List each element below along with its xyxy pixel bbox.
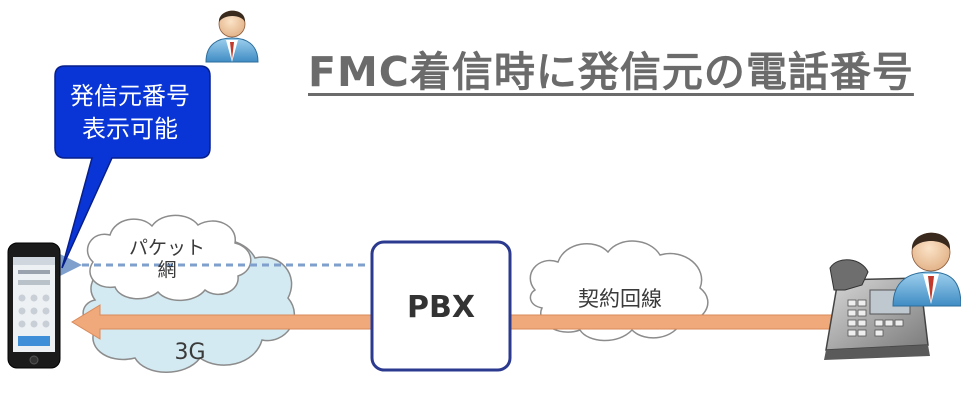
- user-icon: [205, 10, 259, 63]
- callout-line1: 発信元番号: [70, 82, 190, 110]
- caller-id-callout: [54, 65, 211, 269]
- packet-network-cloud: [86, 214, 252, 302]
- pbx-box: [370, 240, 512, 372]
- callout-line2: 表示可能: [82, 115, 178, 143]
- caller-id-callout-text: 発信元番号 表示可能: [60, 80, 200, 146]
- user-icon: [892, 232, 961, 307]
- packet-network-label: パケット 網: [112, 237, 222, 281]
- packet-network-label-line1: パケット: [128, 237, 205, 259]
- pbx-label: PBX: [407, 290, 475, 325]
- contract-line-label: 契約回線: [578, 287, 662, 311]
- mobile-network-label: 3G: [174, 340, 206, 365]
- page-title: FMC着信時に発信元の電話番号: [308, 48, 914, 96]
- smartphone-icon: [7, 242, 61, 369]
- packet-network-label-line2: 網: [157, 259, 177, 281]
